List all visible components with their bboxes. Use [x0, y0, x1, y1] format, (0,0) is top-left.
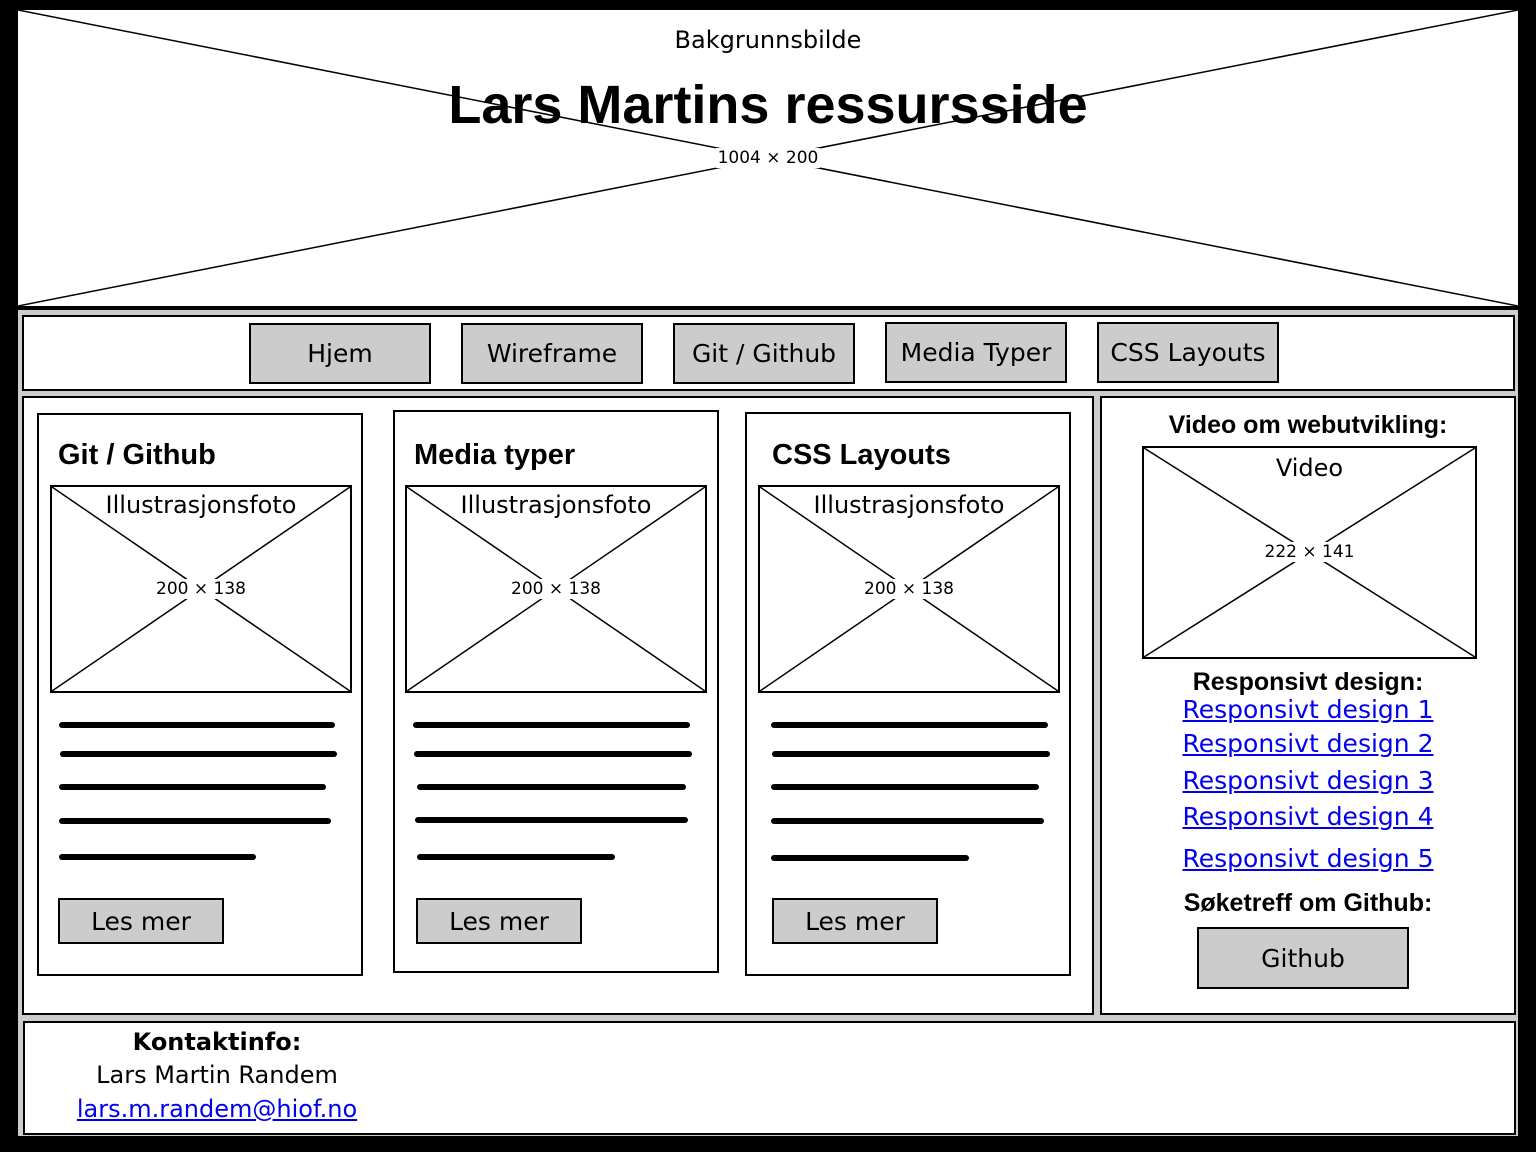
- read-more-button[interactable]: Les mer: [58, 898, 224, 944]
- video-heading: Video om webutvikling:: [1168, 411, 1448, 439]
- read-more-button[interactable]: Les mer: [416, 898, 582, 944]
- article-card: Media typer Illustrasjonsfoto 200 × 138 …: [393, 410, 719, 973]
- nav-hjem-button[interactable]: Hjem: [249, 323, 431, 384]
- text-line: [59, 784, 326, 790]
- nav-bar: Hjem Wireframe Git / Github Media Typer …: [22, 315, 1515, 391]
- header-dimensions: 1004 × 200: [715, 148, 821, 168]
- text-line: [59, 854, 256, 860]
- text-line: [417, 854, 615, 860]
- header-banner: Bakgrunnsbilde Lars Martins ressursside …: [16, 8, 1520, 308]
- text-line: [771, 722, 1048, 728]
- image-dimensions: 200 × 138: [863, 579, 955, 599]
- responsive-link-1[interactable]: Responsivt design 1: [1182, 695, 1434, 724]
- background-image-label: Bakgrunnsbilde: [670, 26, 866, 54]
- card-image-placeholder: Illustrasjonsfoto 200 × 138: [50, 485, 352, 693]
- card-title: Git / Github: [58, 439, 216, 471]
- video-label: Video: [1273, 454, 1346, 482]
- read-more-button[interactable]: Les mer: [772, 898, 938, 944]
- text-line: [771, 855, 969, 861]
- text-line: [417, 784, 686, 790]
- card-title: CSS Layouts: [772, 439, 951, 471]
- card-image-placeholder: Illustrasjonsfoto 200 × 138: [758, 485, 1060, 693]
- article-card: CSS Layouts Illustrasjonsfoto 200 × 138 …: [745, 412, 1071, 976]
- contact-email-link[interactable]: lars.m.randem@hiof.no: [76, 1095, 358, 1123]
- github-button[interactable]: Github: [1197, 927, 1409, 989]
- contact-name: Lars Martin Randem: [96, 1061, 338, 1089]
- image-caption: Illustrasjonsfoto: [103, 491, 299, 519]
- text-line: [60, 751, 337, 757]
- card-image-placeholder: Illustrasjonsfoto 200 × 138: [405, 485, 707, 693]
- sidebar: Video om webutvikling: Video 222 × 141 R…: [1100, 396, 1516, 1015]
- responsive-link-3[interactable]: Responsivt design 3: [1182, 766, 1434, 795]
- text-line: [59, 722, 335, 728]
- text-line: [414, 751, 692, 757]
- text-line: [413, 722, 690, 728]
- responsive-link-2[interactable]: Responsivt design 2: [1182, 729, 1434, 758]
- nav-media-typer-button[interactable]: Media Typer: [885, 322, 1067, 383]
- nav-css-layouts-button[interactable]: CSS Layouts: [1097, 322, 1279, 383]
- image-dimensions: 200 × 138: [155, 579, 247, 599]
- text-line: [59, 818, 331, 824]
- article-card: Git / Github Illustrasjonsfoto 200 × 138…: [37, 413, 363, 976]
- responsive-link-4[interactable]: Responsivt design 4: [1182, 802, 1434, 831]
- footer: Kontaktinfo: Lars Martin Randem lars.m.r…: [23, 1021, 1516, 1135]
- contact-heading: Kontaktinfo:: [132, 1028, 302, 1056]
- text-line: [772, 751, 1050, 757]
- nav-git-github-button[interactable]: Git / Github: [673, 323, 855, 384]
- image-caption: Illustrasjonsfoto: [811, 491, 1007, 519]
- nav-wireframe-button[interactable]: Wireframe: [461, 323, 643, 384]
- search-heading: Søketreff om Github:: [1183, 889, 1433, 917]
- responsive-heading: Responsivt design:: [1192, 668, 1424, 696]
- responsive-link-5[interactable]: Responsivt design 5: [1182, 844, 1434, 873]
- text-line: [771, 784, 1039, 790]
- video-dimensions: 222 × 141: [1263, 542, 1356, 562]
- text-line: [415, 817, 688, 823]
- page-title: Lars Martins ressursside: [448, 75, 1088, 135]
- text-line: [771, 818, 1044, 824]
- image-dimensions: 200 × 138: [510, 579, 602, 599]
- card-title: Media typer: [414, 439, 576, 471]
- image-caption: Illustrasjonsfoto: [458, 491, 654, 519]
- video-placeholder[interactable]: Video 222 × 141: [1142, 446, 1477, 659]
